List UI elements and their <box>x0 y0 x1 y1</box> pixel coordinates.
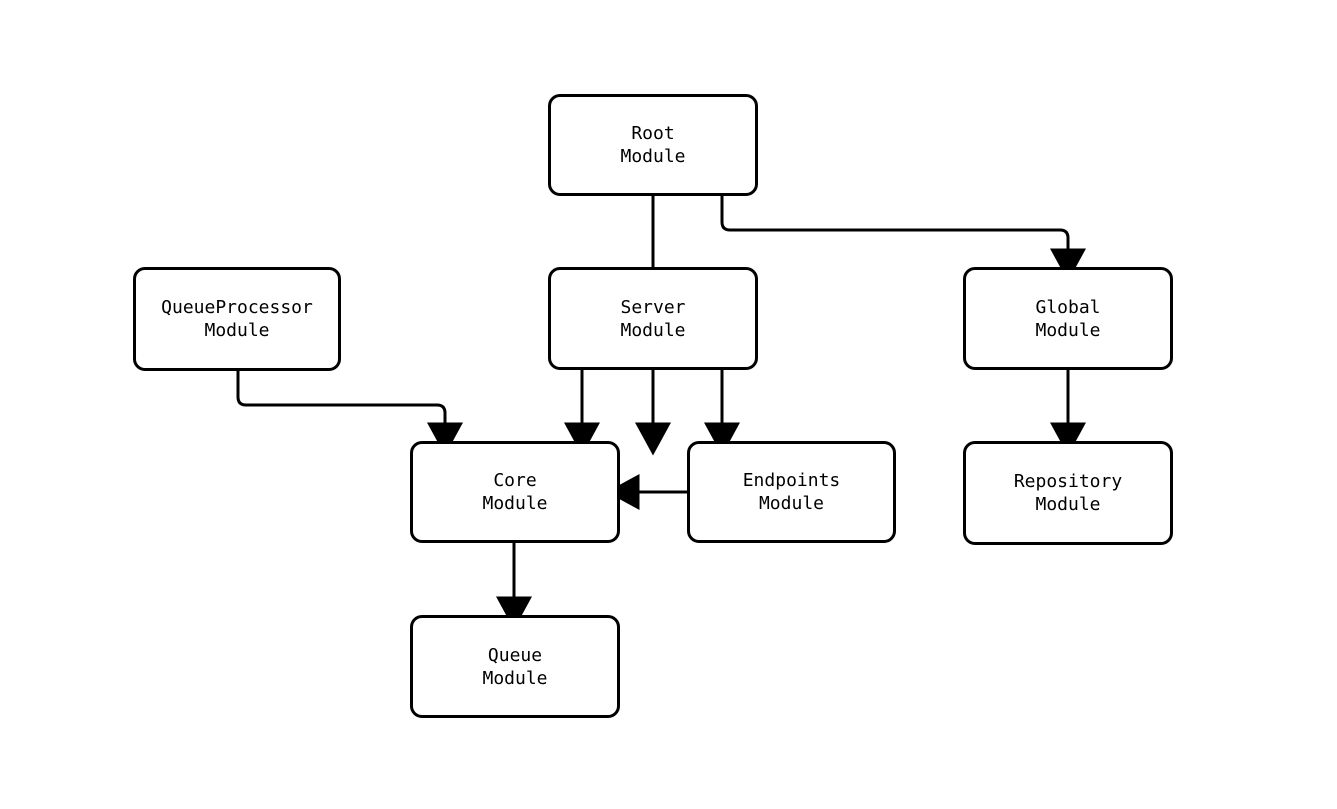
node-queue-module-label: Queue Module <box>482 644 548 689</box>
node-queue-module[interactable]: Queue Module <box>410 615 620 718</box>
node-queueprocessor-module[interactable]: QueueProcessor Module <box>133 267 341 371</box>
node-endpoints-module[interactable]: Endpoints Module <box>687 441 896 543</box>
node-server-module-label: Server Module <box>620 296 686 341</box>
node-global-module[interactable]: Global Module <box>963 267 1173 370</box>
node-global-module-label: Global Module <box>1035 296 1101 341</box>
node-core-module-label: Core Module <box>482 470 548 514</box>
node-root-module-label: Root Module <box>620 123 686 167</box>
node-endpoints-module-label: Endpoints Module <box>742 470 841 514</box>
node-core-module[interactable]: Core Module <box>410 441 620 543</box>
node-server-module[interactable]: Server Module <box>548 267 758 370</box>
node-repository-module-label: Repository Module <box>1013 471 1123 515</box>
node-repository-module[interactable]: Repository Module <box>963 441 1173 545</box>
node-queueprocessor-module-label: QueueProcessor Module <box>161 297 313 341</box>
edge-queueprocessor-to-core <box>236 371 463 456</box>
edge-root-to-global <box>720 196 1086 282</box>
node-root-module[interactable]: Root Module <box>548 94 758 196</box>
